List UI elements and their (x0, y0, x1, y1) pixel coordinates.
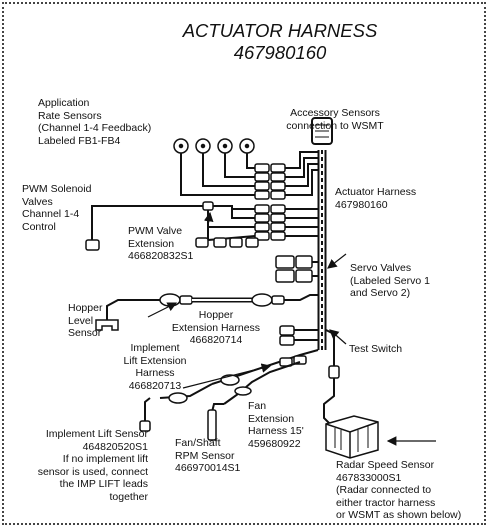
pwm-solenoid-valve (85, 205, 203, 251)
wsmt-connector (311, 117, 333, 145)
part-number: 467980160 (233, 42, 327, 63)
label-pwm-solenoid: PWM Solenoid Valves Channel 1-4 Control (22, 183, 92, 233)
label-hopper-extension: Hopper Extension Harness 466820714 (171, 309, 261, 346)
label-application-sensors: Application Rate Sensors (Channel 1-4 Fe… (38, 97, 152, 147)
label-radar-speed-sensor: Radar Speed Sensor 467833000S1 (Radar co… (336, 459, 462, 521)
upper-leads-to-trunk (285, 151, 318, 196)
hopper-extension (159, 293, 318, 307)
callout-arrows (147, 211, 436, 446)
radar-connector (328, 365, 340, 379)
label-fan-shaft-sensor: Fan/Shaft RPM Sensor 466970014S1 (175, 437, 241, 474)
radar-speed-sensor-body (325, 415, 379, 459)
radar-lead (323, 344, 335, 425)
label-test-switch: Test Switch (349, 343, 403, 355)
rate-sensors (173, 138, 255, 154)
label-actuator-harness: Actuator Harness 467980160 (335, 186, 417, 211)
rate-sensor-leads (180, 153, 255, 196)
label-fan-extension: Fan Extension Harness 15' 459680922 (248, 400, 304, 450)
diagram-title: ACTUATOR HARNESS (182, 20, 378, 41)
label-implement-lift-sensor: Implement Lift Sensor 464820520S1 If no … (37, 428, 148, 503)
servo-connectors (275, 255, 318, 283)
label-accessory-sensors: Accessory Sensors connection to WSMT (286, 107, 384, 132)
label-pwm-extension: PWM Valve Extension 466820832S1 (128, 225, 194, 262)
diagram-border (2, 2, 486, 525)
hopper-level-sensor (95, 299, 162, 331)
upper-connectors (254, 163, 286, 200)
implement-lift-sensor (139, 397, 151, 432)
label-implement-lift-extension: Implement Lift Extension Harness 4668207… (123, 342, 187, 392)
pwm-extension-plugs (195, 237, 259, 248)
label-hopper-level: Hopper Level Sensor (68, 302, 103, 339)
test-switch-connectors (279, 325, 335, 346)
lower-connectors (202, 201, 286, 241)
fan-plugs (207, 386, 252, 441)
label-servo-valves: Servo Valves (Labeled Servo 1 and Servo … (350, 262, 430, 299)
